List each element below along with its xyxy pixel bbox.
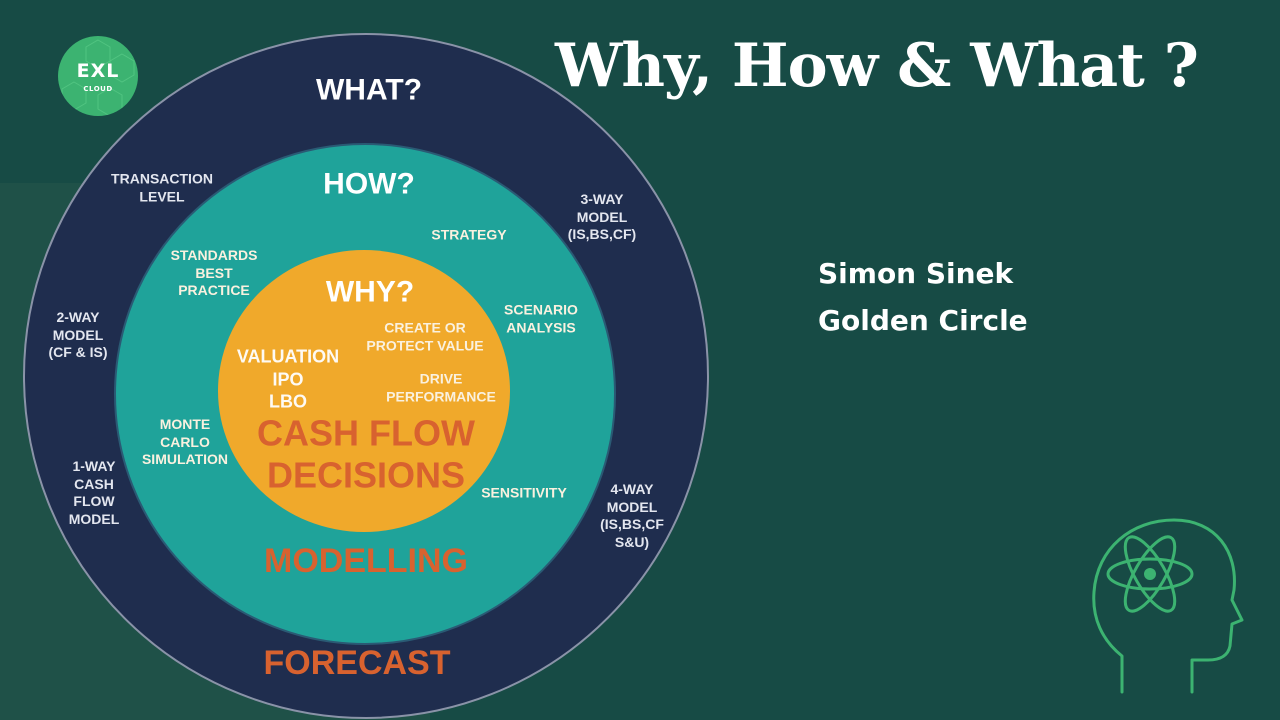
why-heading: WHY?: [325, 275, 415, 309]
transaction-level-label: TRANSACTION LEVEL: [111, 170, 213, 205]
what-heading: WHAT?: [315, 73, 423, 107]
two-way-model-label: 2-WAY MODEL (CF & IS): [48, 308, 108, 360]
logo-text: EXL: [76, 60, 120, 82]
one-way-model-label: 1-WAY CASH FLOW MODEL: [68, 458, 120, 527]
create-protect-value-label: CREATE OR PROTECT VALUE: [366, 319, 484, 354]
drive-performance-label: DRIVE PERFORMANCE: [386, 370, 496, 405]
four-way-model-label: 4-WAY MODEL (IS,BS,CF S&U): [600, 481, 664, 550]
strategy-label: STRATEGY: [431, 226, 507, 243]
inner-circle-why: [218, 250, 510, 532]
monte-carlo-label: MONTE CARLO SIMULATION: [141, 415, 229, 467]
logo-subtext: CLOUD: [83, 85, 113, 93]
sensitivity-label: SENSITIVITY: [481, 484, 567, 501]
cash-flow-decisions-label: CASH FLOW DECISIONS: [257, 412, 475, 496]
author-name: Simon Sinek: [818, 257, 1014, 290]
logo-hexagon-pattern: [61, 39, 135, 116]
forecast-label: FORECAST: [263, 643, 451, 682]
exl-cloud-logo: EXL CLOUD: [58, 36, 138, 116]
page-title: Why, How & What ?: [555, 31, 1199, 101]
valuation-ipo-lbo-label: VALUATION IPO LBO: [236, 346, 340, 412]
three-way-model-label: 3-WAY MODEL (IS,BS,CF): [567, 190, 637, 242]
concept-name: Golden Circle: [818, 304, 1028, 337]
head-atom-icon: [1092, 518, 1244, 694]
how-heading: HOW?: [323, 167, 415, 201]
scenario-analysis-label: SCENARIO ANALYSIS: [504, 301, 578, 336]
modelling-label: MODELLING: [264, 541, 468, 580]
standards-label: STANDARDS BEST PRACTICE: [170, 246, 258, 298]
